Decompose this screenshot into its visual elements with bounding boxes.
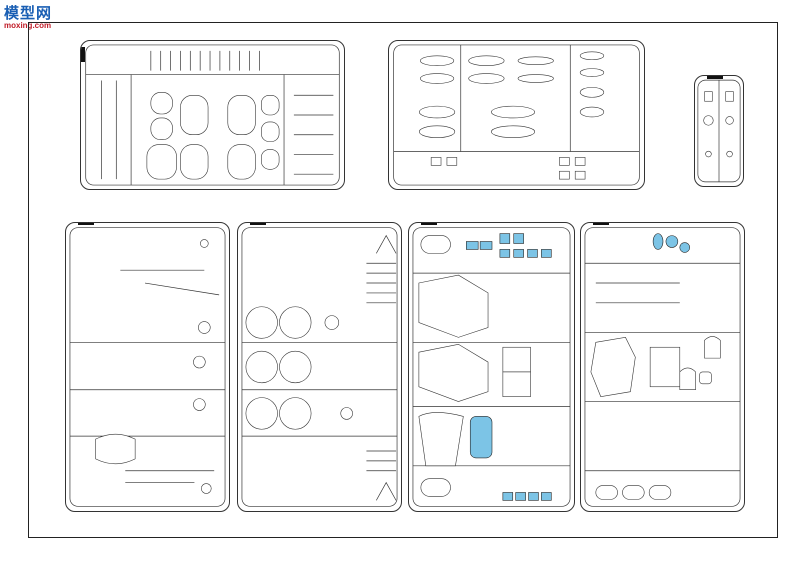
watermark-site: moxing.com bbox=[4, 21, 52, 30]
sprue-j-label: J bbox=[421, 223, 437, 225]
sprue-m-label: M bbox=[707, 76, 723, 79]
sprue-e-label: E bbox=[81, 47, 85, 62]
diagram-frame bbox=[28, 22, 778, 538]
watermark-brand: 模型网 bbox=[4, 4, 53, 22]
sprue-h-label: H bbox=[250, 223, 266, 225]
sprue-m: M bbox=[694, 75, 744, 187]
sprue-k: K bbox=[580, 222, 745, 512]
sprue-g: G bbox=[65, 222, 230, 512]
sprue-m-drawing bbox=[697, 79, 741, 183]
sprue-e: E bbox=[80, 40, 345, 190]
sprue-h-drawing bbox=[241, 227, 398, 507]
sprue-j: J bbox=[408, 222, 575, 512]
sprue-f: F bbox=[388, 40, 645, 190]
sprue-f-drawing bbox=[393, 44, 640, 186]
sprue-e-drawing bbox=[85, 44, 340, 186]
sprue-j-drawing bbox=[412, 227, 571, 507]
sprue-k-label: K bbox=[593, 223, 609, 225]
watermark-logo: 模型网 moxing.com bbox=[4, 2, 74, 30]
sprue-k-drawing bbox=[584, 227, 741, 507]
sprue-g-label: G bbox=[78, 223, 94, 225]
sprue-h: H bbox=[237, 222, 402, 512]
sprue-g-drawing bbox=[69, 227, 226, 507]
